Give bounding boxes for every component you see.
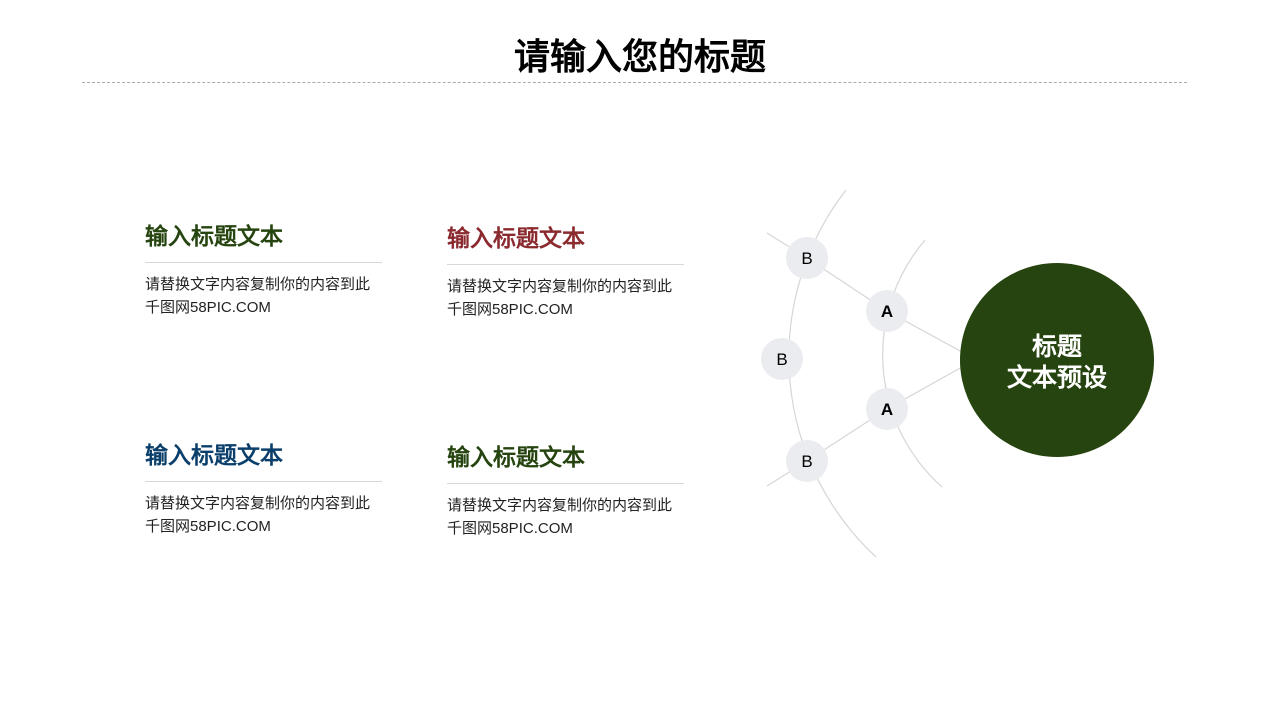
card-heading: 输入标题文本	[447, 444, 585, 470]
card-text: 千图网58PIC.COM	[145, 518, 271, 535]
center-circle	[960, 263, 1154, 457]
node-label: A	[881, 400, 893, 419]
node-label: B	[801, 249, 812, 268]
text-card-1: 输入标题文本 请替换文字内容复制你的内容到此 千图网58PIC.COM	[145, 220, 385, 319]
connector-line	[766, 366, 963, 487]
card-text: 请替换文字内容复制你的内容到此	[447, 497, 673, 514]
node-b	[761, 338, 803, 380]
card-text: 千图网58PIC.COM	[447, 520, 573, 537]
card-text: 请替换文字内容复制你的内容到此	[447, 278, 673, 295]
center-label: 标题	[1032, 333, 1082, 361]
node-label: B	[776, 350, 787, 369]
page-title: 请输入您的标题	[513, 36, 766, 77]
center-label: 文本预设	[1007, 363, 1107, 392]
card-text: 请替换文字内容复制你的内容到此	[145, 276, 371, 293]
title-divider	[82, 82, 1187, 83]
card-rule	[447, 483, 684, 484]
node-b	[786, 237, 828, 279]
connector-line	[766, 232, 963, 353]
inner-arc	[882, 239, 943, 488]
text-card-4: 输入标题文本 请替换文字内容复制你的内容到此 千图网58PIC.COM	[447, 441, 687, 540]
card-heading: 输入标题文本	[145, 442, 283, 468]
card-text: 千图网58PIC.COM	[145, 299, 271, 316]
card-text: 千图网58PIC.COM	[447, 301, 573, 318]
card-rule	[447, 264, 684, 265]
node-label: A	[881, 302, 893, 321]
node-a	[866, 388, 908, 430]
card-text: 请替换文字内容复制你的内容到此	[145, 495, 371, 512]
text-card-2: 输入标题文本 请替换文字内容复制你的内容到此 千图网58PIC.COM	[447, 222, 687, 321]
card-heading: 输入标题文本	[447, 225, 585, 251]
node-a	[866, 290, 908, 332]
text-card-3: 输入标题文本 请替换文字内容复制你的内容到此 千图网58PIC.COM	[145, 439, 385, 538]
card-rule	[145, 481, 382, 482]
card-heading: 输入标题文本	[145, 223, 283, 249]
node-label: B	[801, 452, 812, 471]
card-rule	[145, 262, 382, 263]
node-b	[786, 440, 828, 482]
